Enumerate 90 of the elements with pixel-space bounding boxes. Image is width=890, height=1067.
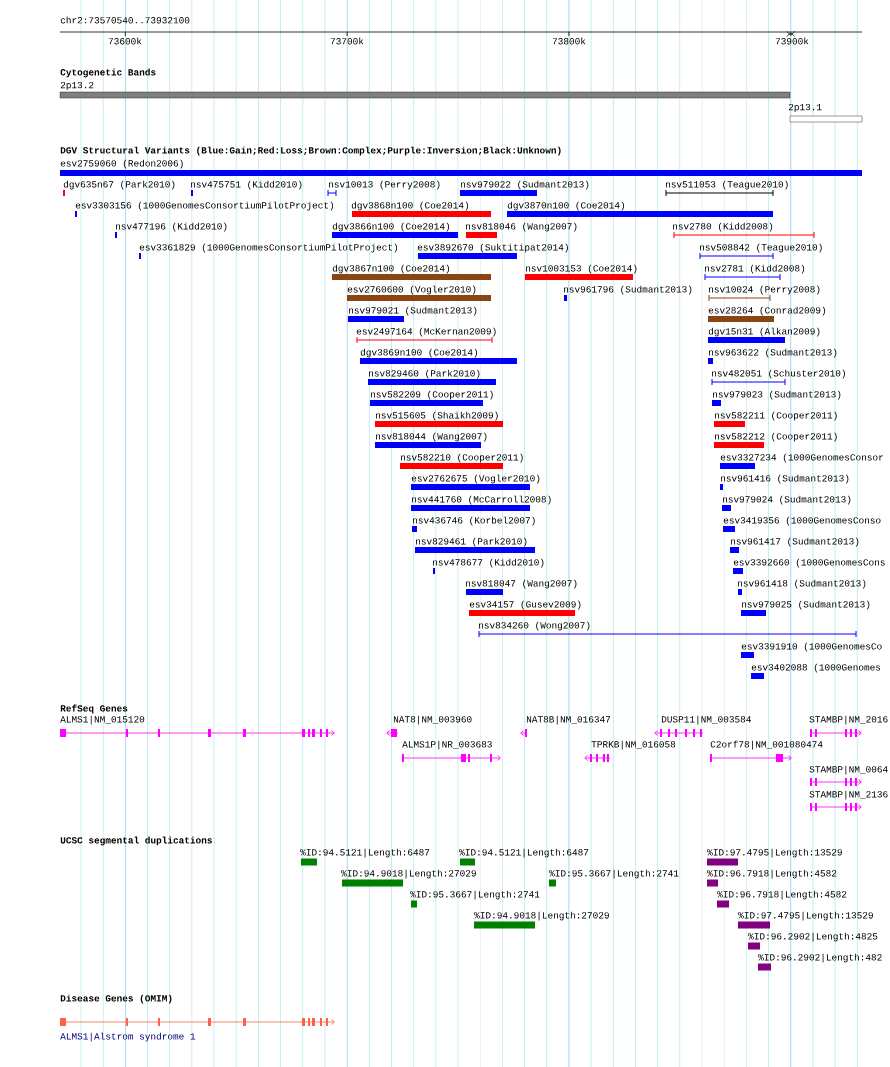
track-heading: Cytogenetic Bands [60, 68, 156, 78]
feature-label: nsv961416 (Sudmant2013) [721, 474, 849, 484]
feature-label: nsv961418 (Sudmant2013) [738, 579, 866, 589]
feature-label: nsv979024 (Sudmant2013) [723, 495, 851, 505]
feature-label: dgv3866n100 (Coe2014) [332, 222, 450, 232]
feature-label: nsv979022 (Sudmant2013) [461, 180, 589, 190]
track-heading: DGV Structural Variants (Blue:Gain;Red:Loss;Brown:Complex;Purple:Inversion;Black:Unknown) [60, 146, 561, 156]
feature-label: STAMBP|NM_2016 [809, 715, 888, 725]
feature-label: esv3361829 (1000GenomesConsortiumPilotProject) [139, 243, 398, 253]
feature-label: ALMS1|Alstrom syndrome 1 [60, 1032, 196, 1042]
feature-label: %ID:95.3667|Length:2741 [410, 890, 540, 900]
feature-label: %ID:94.5121|Length:6487 [459, 848, 589, 858]
feature-label: esv2760600 (Vogler2010) [347, 285, 476, 295]
feature-label: esv2762675 (Vogler2010) [411, 474, 540, 484]
feature-label: nsv582211 (Cooper2011) [715, 411, 837, 421]
feature-label: nsv2781 (Kidd2008) [705, 264, 805, 274]
position-label: chr2:73570540..73932100 [60, 16, 190, 24]
feature-label: %ID:96.7918|Length:4582 [717, 890, 847, 900]
feature-label: nsv10013 (Perry2008) [329, 180, 440, 190]
feature-label: nsv436746 (Korbel2007) [413, 516, 535, 526]
feature-label: nsv582212 (Cooper2011) [715, 432, 837, 442]
tick-label: 73600k [108, 37, 142, 45]
feature-label: nsv961796 (Sudmant2013) [564, 285, 692, 295]
feature-label: nsv1003153 (Coe2014) [526, 264, 637, 274]
feature-label: esv3391910 (1000GenomesCo [741, 642, 882, 652]
feature-label: nsv961417 (Sudmant2013) [731, 537, 859, 547]
feature-label: dgv3870n100 (Coe2014) [507, 201, 625, 211]
feature-label: esv3392660 (1000GenomesCons [733, 558, 885, 568]
feature-label: NAT8|NM_003960 [393, 715, 472, 725]
feature-label: nsv834260 (Wong2007) [479, 621, 590, 631]
feature-label: nsv477196 (Kidd2010) [116, 222, 227, 232]
feature-label: nsv979023 (Sudmant2013) [713, 390, 841, 400]
feature-label: nsv2780 (Kidd2008) [673, 222, 773, 232]
feature-label: nsv979021 (Sudmant2013) [349, 306, 477, 316]
feature-label: 2p13.1 [788, 103, 822, 113]
feature-label: 2p13.2 [60, 81, 94, 91]
feature-label: nsv818044 (Wang2007) [376, 432, 487, 442]
track-heading: UCSC segmental duplications [60, 836, 212, 846]
feature-label: nsv818047 (Wang2007) [466, 579, 577, 589]
feature-label: %ID:94.5121|Length:6487 [300, 848, 430, 858]
feature-label: %ID:97.4795|Length:13529 [707, 848, 842, 858]
feature-label: %ID:97.4795|Length:13529 [738, 911, 873, 921]
feature-label: esv3402088 (1000Genomes [751, 663, 881, 673]
feature-label: esv2759060 (Redon2006) [60, 159, 183, 169]
feature-label: esv3303156 (1000GenomesConsortiumPilotProject) [75, 201, 334, 211]
feature-label: dgv3868n100 (Coe2014) [351, 201, 469, 211]
feature-label: dgv3867n100 (Coe2014) [332, 264, 450, 274]
feature-label: nsv515605 (Shaikh2009) [376, 411, 498, 421]
feature-label: dgv635n67 (Park2010) [63, 180, 175, 190]
tick-label: 73900k [775, 37, 809, 45]
feature-label: %ID:96.2902|Length:4825 [748, 932, 878, 942]
tick-label: 73700k [330, 37, 364, 45]
track-heading: RefSeq Genes [60, 704, 128, 714]
feature-label: nsv963622 (Sudmant2013) [709, 348, 837, 358]
feature-label: nsv829461 (Park2010) [416, 537, 527, 547]
feature-label: esv28264 (Conrad2009) [708, 306, 826, 316]
feature-label: nsv582209 (Cooper2011) [371, 390, 493, 400]
feature-label: nsv582210 (Cooper2011) [401, 453, 523, 463]
feature-label: nsv482051 (Schuster2010) [712, 369, 845, 379]
feature-label: C2orf78|NM_001080474 [710, 740, 823, 750]
feature-label: nsv10024 (Perry2008) [709, 285, 820, 295]
feature-label: nsv979025 (Sudmant2013) [742, 600, 870, 610]
feature-label: %ID:96.2902|Length:482 [758, 953, 882, 963]
feature-label: nsv441760 (McCarroll2008) [412, 495, 551, 505]
feature-label: ALMS1|NM_015120 [60, 715, 145, 725]
feature-label: esv2497164 (McKernan2009) [356, 327, 496, 337]
feature-label: %ID:94.9018|Length:27029 [474, 911, 609, 921]
feature-label: dgv15n31 (Alkan2009) [708, 327, 820, 337]
track-heading: Disease Genes (OMIM) [60, 994, 172, 1004]
feature-label: esv3892670 (Suktitipat2014) [417, 243, 568, 253]
feature-label: nsv475751 (Kidd2010) [191, 180, 302, 190]
feature-label: dgv3869n100 (Coe2014) [360, 348, 478, 358]
feature-label: STAMBP|NM_2136 [809, 790, 888, 800]
feature-label: esv34157 (Gusev2009) [469, 600, 581, 610]
feature-label: TPRKB|NM_016058 [591, 740, 676, 750]
feature-label: %ID:96.7918|Length:4582 [707, 869, 837, 879]
feature-label: nsv818046 (Wang2007) [466, 222, 577, 232]
feature-label: esv3327234 (1000GenomesConsor [720, 453, 883, 463]
feature-label: esv3419356 (1000GenomesConso [723, 516, 881, 526]
feature-label: NAT8B|NM_016347 [526, 715, 611, 725]
feature-label: %ID:94.9018|Length:27029 [341, 869, 476, 879]
feature-label: nsv478677 (Kidd2010) [433, 558, 544, 568]
feature-label: %ID:95.3667|Length:2741 [549, 869, 679, 879]
feature-label: nsv511053 (Teague2010) [666, 180, 788, 190]
feature-label: ALMS1P|NR_003683 [402, 740, 492, 750]
feature-label: nsv829460 (Park2010) [369, 369, 480, 379]
feature-label: DUSP11|NM_003584 [661, 715, 751, 725]
tick-label: 73800k [552, 37, 586, 45]
feature-label: nsv508842 (Teague2010) [700, 243, 822, 253]
feature-label: STAMBP|NM_0064 [809, 765, 888, 775]
